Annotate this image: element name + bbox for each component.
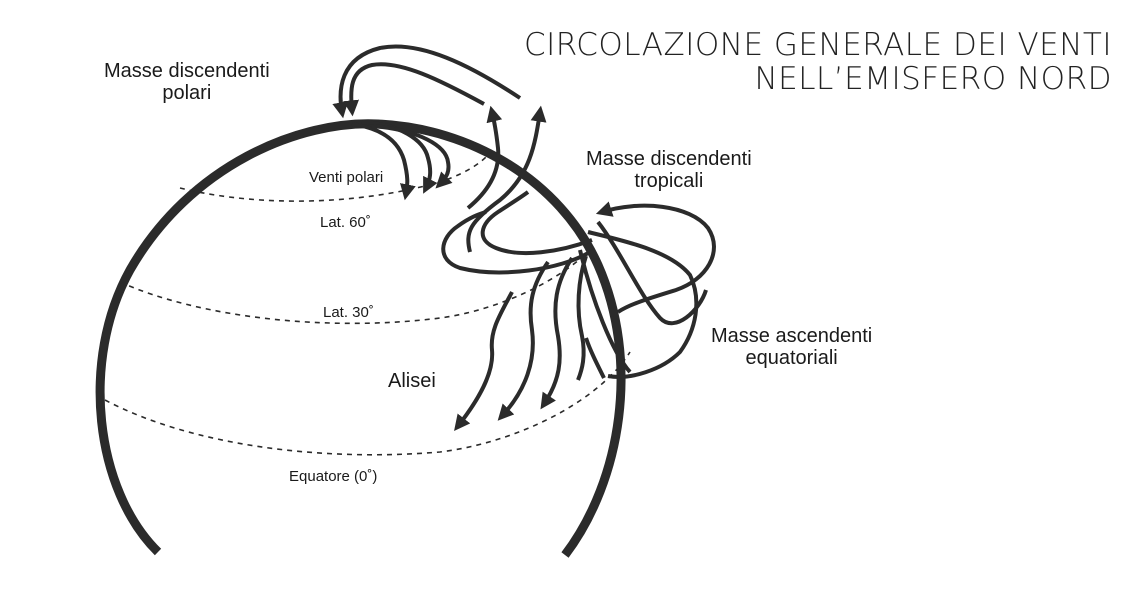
polar-wind-arrow-3 (371, 124, 453, 189)
label-equator: Equatore (0˚) (289, 468, 378, 485)
label-trade-winds: Alisei (388, 370, 436, 392)
title-line-2: NELL’EMISFERO NORD (754, 61, 1112, 97)
polar-wind-arrow-1 (351, 122, 416, 201)
label-lat-30: Lat. 30˚ (323, 304, 374, 321)
label-polar-winds: Venti polari (309, 169, 384, 186)
trade-wind-arrow-2 (497, 260, 550, 421)
trade-wind-arrow-4 (576, 255, 588, 381)
polar-cell-inner-arc (343, 62, 485, 117)
label-equatorial-ascending-line2: equatoriali (745, 347, 838, 369)
equatorial-ascending-arrow (584, 337, 606, 379)
polar-cell-top-arc (332, 44, 522, 119)
label-tropical-descending-line2: tropicali (634, 170, 704, 192)
latitude-60-line (179, 149, 493, 202)
hadley-return-arc (587, 230, 699, 379)
label-polar-descending: Masse discendenti polari (104, 60, 270, 104)
label-polar-descending-line1: Masse discendenti (104, 60, 270, 82)
trade-wind-arrow-1 (454, 291, 514, 432)
trade-wind-arrow-3 (540, 256, 574, 410)
diagram-title: CIRCOLAZIONE GENERALE DEI VENTI NELL’EMI… (524, 28, 1112, 96)
title-line-1: CIRCOLAZIONE GENERALE DEI VENTI (523, 27, 1112, 63)
label-tropical-descending-line1: Masse discendenti (586, 148, 752, 170)
equator-line (104, 351, 631, 456)
polar-cell-rising-arm (466, 105, 503, 210)
label-tropical-descending: Masse discendenti tropicali (586, 148, 752, 192)
label-equatorial-ascending-line1: Masse ascendenti (711, 325, 873, 347)
label-equatorial-ascending: Masse ascendenti equatoriali (711, 325, 872, 369)
ferrel-cell-loop-inner (480, 190, 593, 256)
polar-cell-outer-loop (466, 105, 547, 253)
label-polar-descending-line2: polari (162, 82, 212, 104)
label-lat-60: Lat. 60˚ (320, 214, 371, 231)
